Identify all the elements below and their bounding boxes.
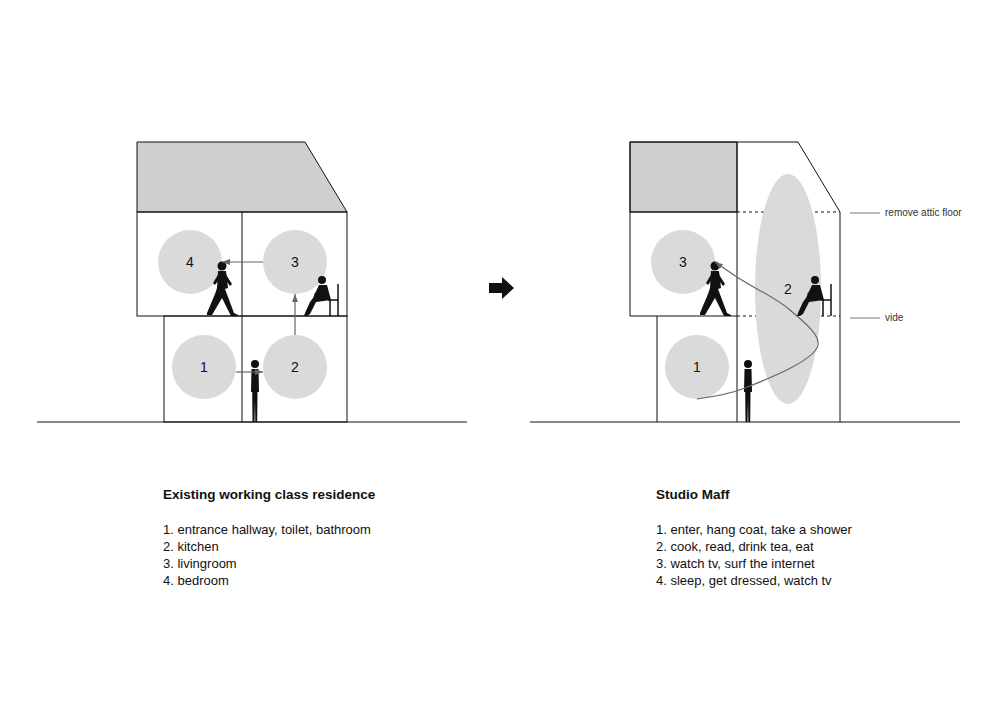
attic-roof — [137, 142, 347, 212]
house-outline — [630, 142, 840, 422]
list-heading: Existing working class residence — [163, 487, 375, 503]
transition-arrow — [489, 277, 514, 299]
leader-line — [850, 213, 880, 214]
callout-number: 1 — [693, 360, 701, 374]
partition-wall — [737, 142, 738, 422]
callout-number: 1 — [200, 360, 208, 374]
activity-circle: 3 — [651, 230, 715, 294]
callout-number: 4 — [186, 255, 194, 269]
floor-line — [630, 212, 737, 213]
flow-arrow — [294, 294, 295, 335]
activity-circle: 2 — [263, 335, 327, 399]
callout-number: 3 — [679, 255, 687, 269]
standing-person — [744, 360, 752, 422]
callout-number: 3 — [291, 255, 299, 269]
list-item: 1. entrance hallway, toilet, bathroom — [163, 523, 371, 538]
activity-circle: 3 — [263, 230, 327, 294]
callout-number: 2 — [291, 360, 299, 374]
callout-number: 2 — [784, 282, 792, 296]
list-item: 3. watch tv, surf the internet — [656, 557, 815, 572]
annotation-label: remove attic floor — [884, 207, 963, 219]
partition-wall — [242, 212, 243, 422]
list-item: 4. sleep, get dressed, watch tv — [656, 574, 832, 589]
ground-line — [530, 422, 960, 423]
list-item: 4. bedroom — [163, 574, 229, 589]
ground-floor — [164, 316, 347, 422]
list-item: 2. kitchen — [163, 540, 219, 555]
list-item: 3. livingroom — [163, 557, 237, 572]
list-item: 2. cook, read, drink tea, eat — [656, 540, 814, 555]
activity-circle: 4 — [158, 230, 222, 294]
list-heading: Studio Maff — [656, 487, 730, 503]
flow-arrow — [236, 371, 263, 372]
ground-floor-wall — [657, 316, 658, 422]
flow-arrow — [222, 261, 263, 262]
standing-person — [251, 360, 259, 422]
activity-circle: 1 — [172, 335, 236, 399]
activity-circle: 1 — [665, 335, 729, 399]
annotation-label: vide — [884, 312, 904, 324]
attic-roof — [630, 142, 737, 212]
floor-line — [630, 316, 737, 317]
leader-line — [850, 318, 880, 319]
list-item: 1. enter, hang coat, take a shower — [656, 523, 852, 538]
